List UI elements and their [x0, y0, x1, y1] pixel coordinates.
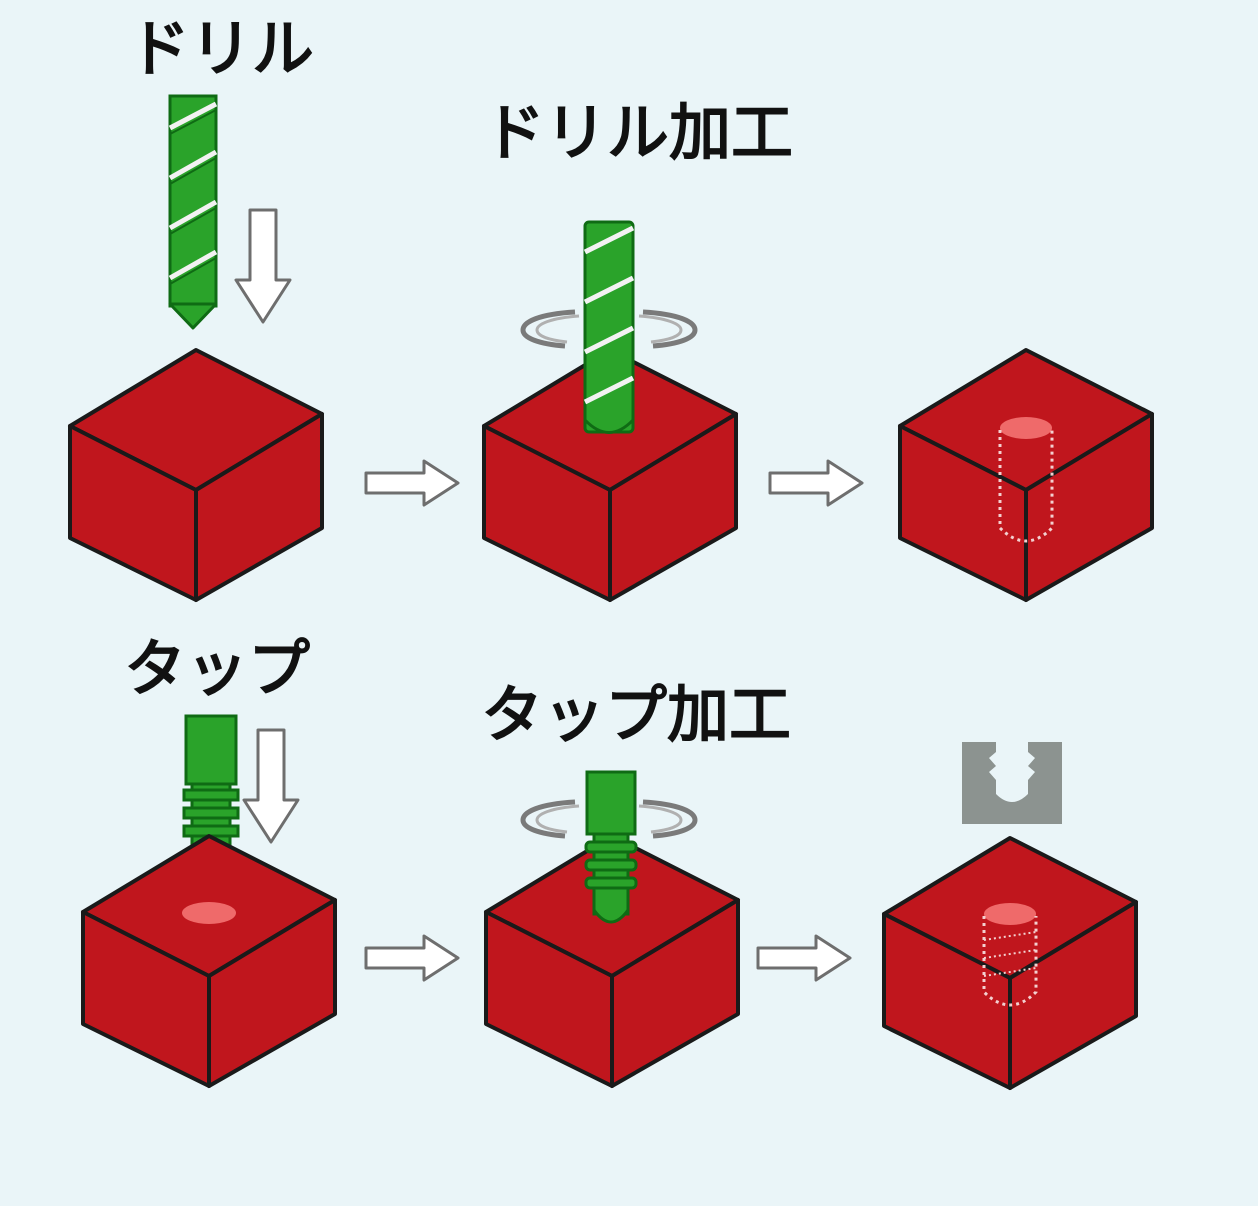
feed-down-arrow-icon	[242, 728, 300, 844]
label-drill: ドリル	[128, 12, 315, 85]
drill-rotating-icon	[583, 220, 635, 434]
feed-down-arrow-icon	[234, 208, 292, 324]
label-tapping: タップ加工	[481, 678, 792, 751]
next-step-arrow-icon	[768, 459, 864, 507]
tap-rotating-icon	[584, 770, 638, 924]
label-drilling: ドリル加工	[483, 96, 794, 169]
tapped-hole-icon	[982, 903, 1038, 1007]
workpiece-block-3	[898, 348, 1154, 602]
next-step-arrow-icon	[756, 934, 852, 982]
next-step-arrow-icon	[364, 934, 460, 982]
next-step-arrow-icon	[364, 459, 460, 507]
workpiece-block-4	[81, 834, 337, 1088]
thread-cross-section-icon	[962, 742, 1062, 824]
workpiece-block-6	[882, 836, 1138, 1090]
drill-tool-icon	[168, 94, 218, 330]
pilot-hole-icon	[182, 902, 236, 924]
label-tap: タップ	[124, 632, 311, 705]
drilled-hole-icon	[998, 417, 1054, 543]
workpiece-block-1	[68, 348, 324, 602]
